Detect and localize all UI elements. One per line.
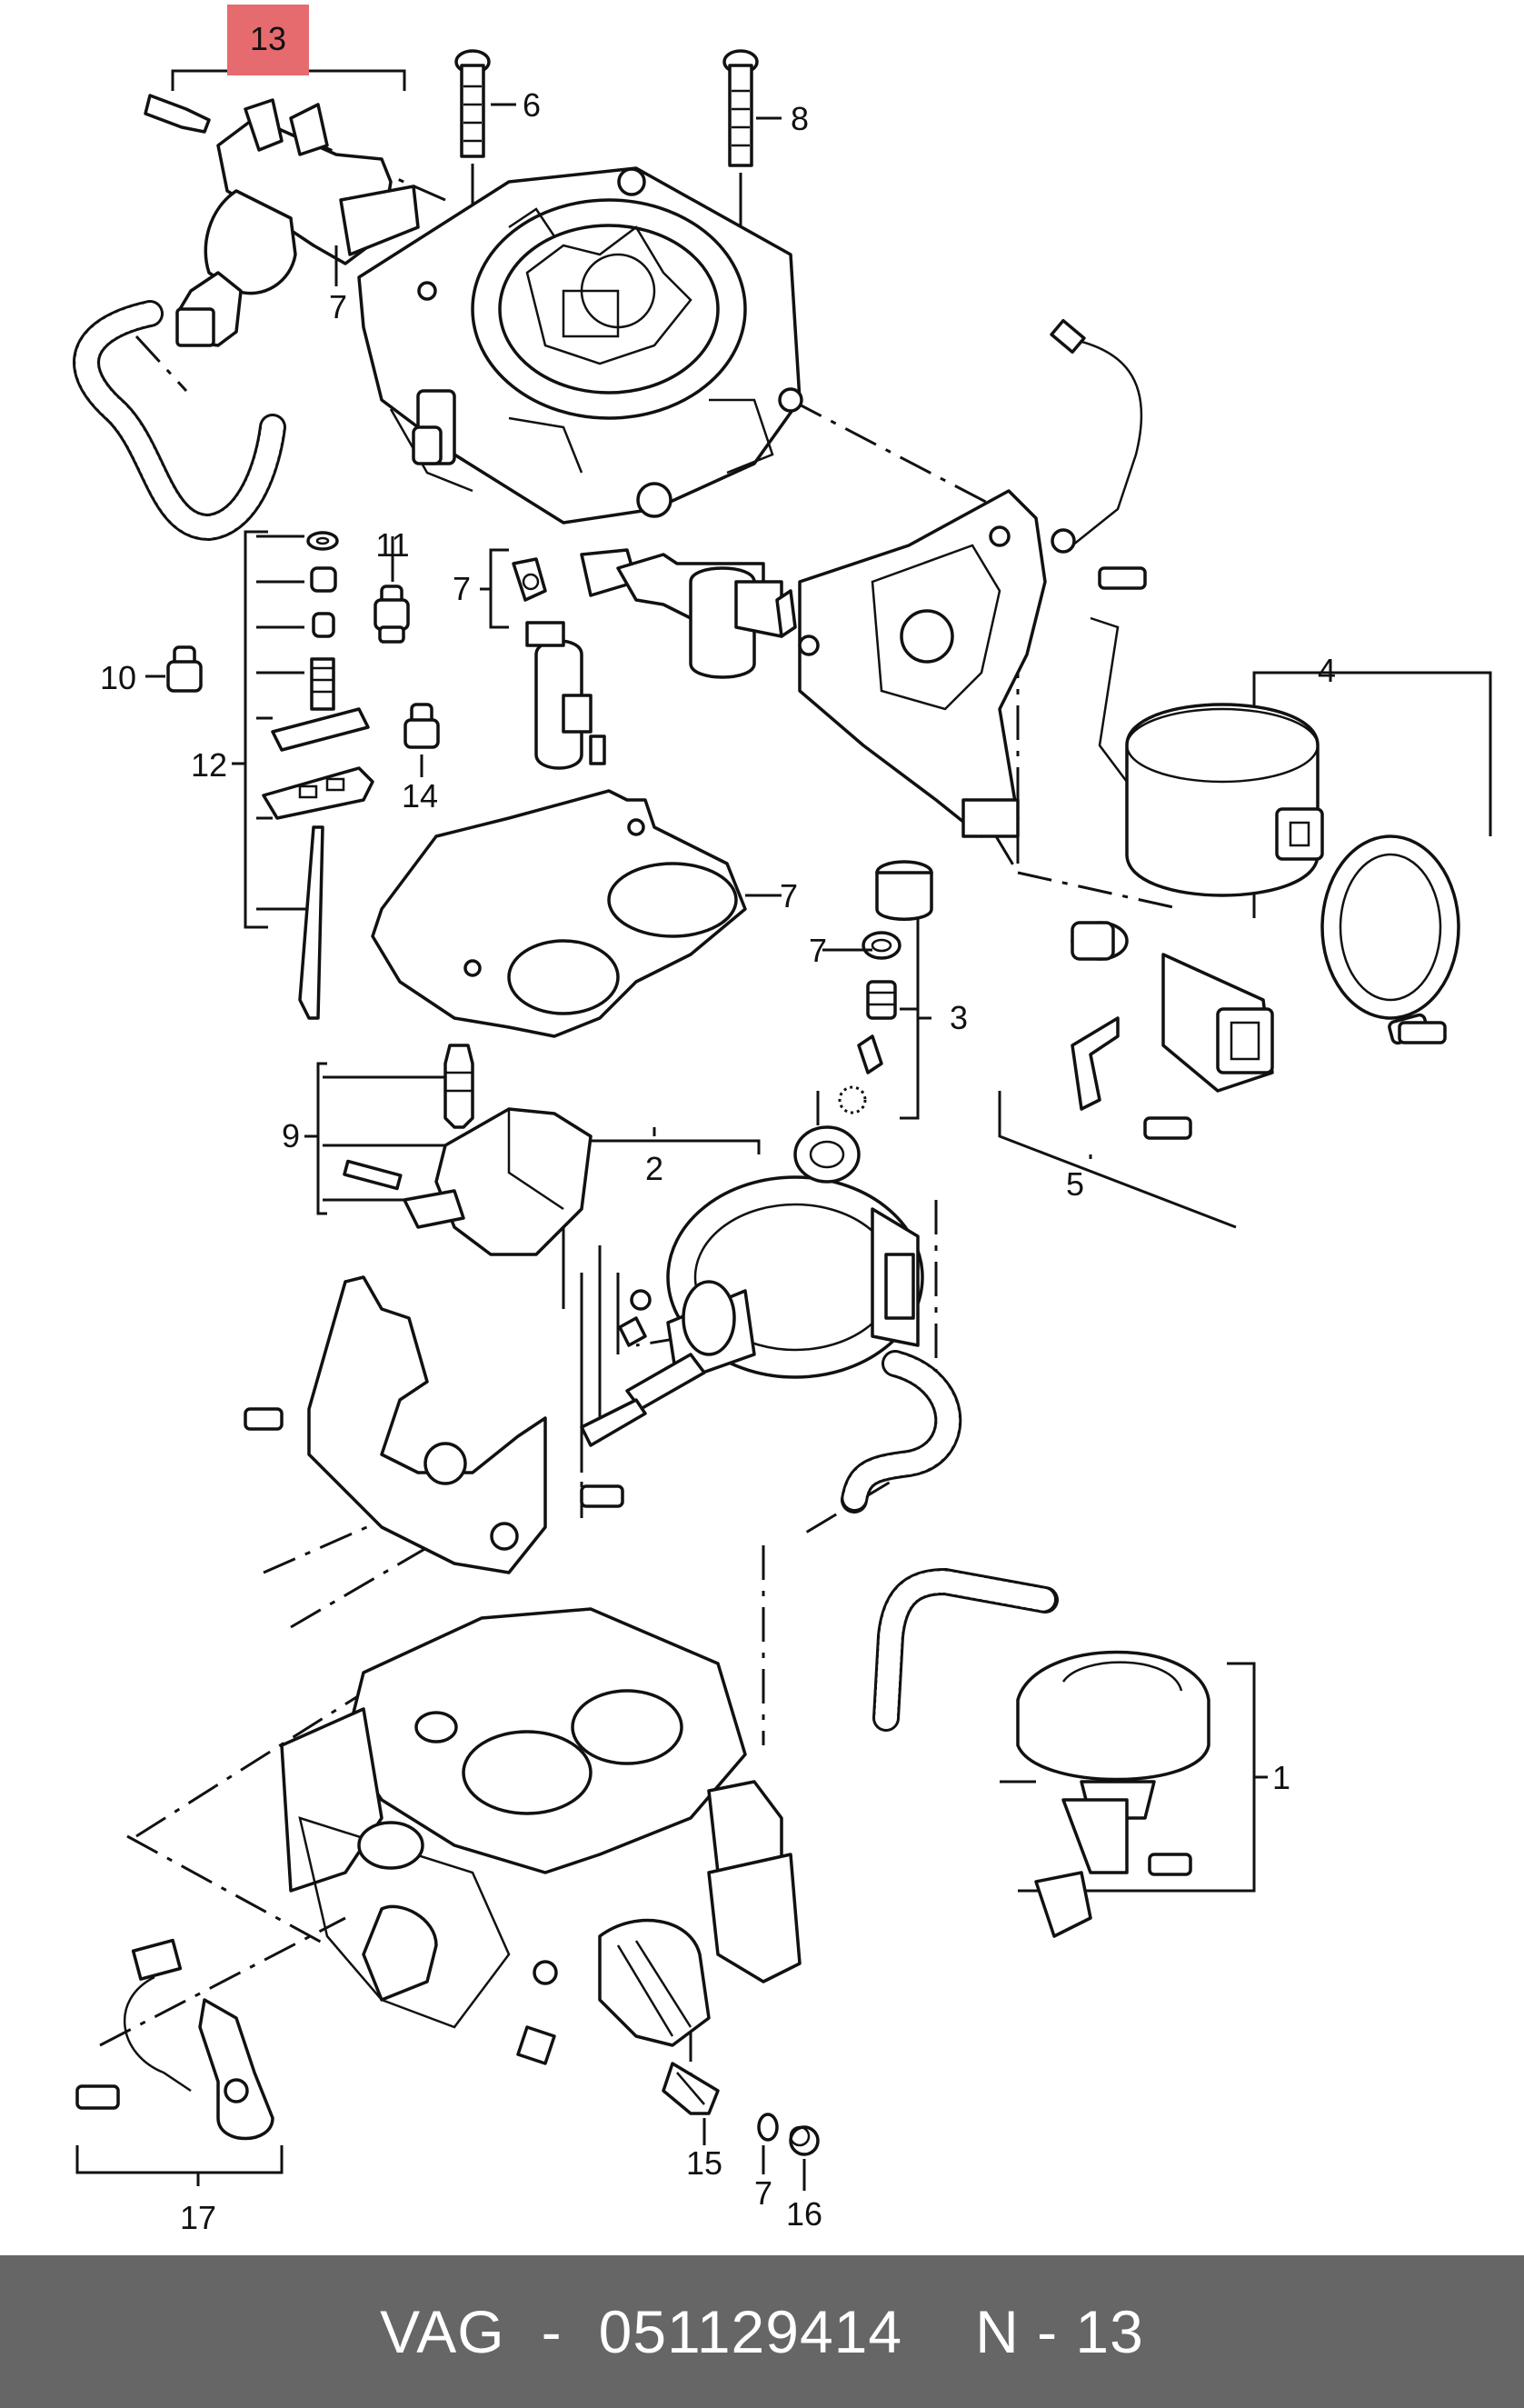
separator: - [541,2298,563,2365]
carburettor-upper-part [357,166,803,525]
callout-15[interactable]: 15 [686,2144,722,2182]
callout-16[interactable]: 16 [786,2195,822,2233]
callout-7-gasket[interactable]: 7 [780,877,798,914]
part-number-banner: VAG-051129414 N - 13 [0,2255,1524,2408]
part-3-pump-parts [829,860,933,1114]
callout-6[interactable]: 6 [523,86,541,124]
highlight-box-13 [227,5,309,75]
callout-4[interactable]: 4 [1318,652,1336,689]
part-10-jet [145,645,203,693]
carburettor-lower-body [280,1567,1059,2065]
exploded-parts-diagram: 13 6 8 7 11 7 10 12 14 4 7 7 3 5 9 2 1 1… [73,5,1492,2236]
diagram-position: N - 13 [975,2298,1144,2365]
brackets [75,69,1492,2186]
callout-12[interactable]: 12 [191,746,227,784]
part-1-vacuum-unit [1016,1650,1210,1938]
part-number: 051129414 [598,2298,903,2365]
callout-10[interactable]: 10 [100,659,136,696]
part-17-sensor-cable [75,1938,274,2141]
part-2-pump-diaphragm [580,1125,962,1514]
callout-7-bottom[interactable]: 7 [754,2174,772,2212]
callout-13[interactable]: 13 [250,20,286,57]
callout-5[interactable]: 5 [1066,1165,1084,1203]
part-5-switch [1071,921,1447,1140]
callout-17[interactable]: 17 [180,2199,216,2236]
part-11-jet [374,585,410,644]
callout-3[interactable]: 3 [950,999,968,1036]
part-7-seal-group [512,548,797,770]
callout-7-pump[interactable]: 7 [809,932,827,969]
part-4-throttle-positioner [1090,616,1460,1045]
part-14-jet [403,703,440,777]
callout-labels: 13 6 8 7 11 7 10 12 14 4 7 7 3 5 9 2 1 1… [100,20,1336,2236]
part-16-spring [789,2125,820,2191]
callout-leaders [334,245,872,952]
callout-11[interactable]: 11 [375,526,409,564]
part-13-idle-cutoff-valve [73,94,420,542]
carb-mounting-bracket [244,1275,624,1574]
mounting-bracket-plate [798,318,1147,838]
callout-14[interactable]: 14 [402,777,438,814]
callout-7-mid[interactable]: 7 [453,570,471,607]
part-15-idle-jet [662,2062,720,2145]
callout-9[interactable]: 9 [282,1117,300,1154]
callout-7-top[interactable]: 7 [329,288,347,325]
part-9-float-needle [343,1044,593,1256]
part-number-text: VAG-051129414 N - 13 [344,2297,1180,2366]
callout-1[interactable]: 1 [1272,1759,1290,1796]
callout-2[interactable]: 2 [645,1150,663,1187]
callout-8[interactable]: 8 [791,100,809,137]
brand-label: VAG [380,2298,505,2365]
part-7-o-ring-bottom [757,2113,779,2174]
part-12-float-kit [262,531,374,1020]
part-7-gasket [371,789,782,1038]
